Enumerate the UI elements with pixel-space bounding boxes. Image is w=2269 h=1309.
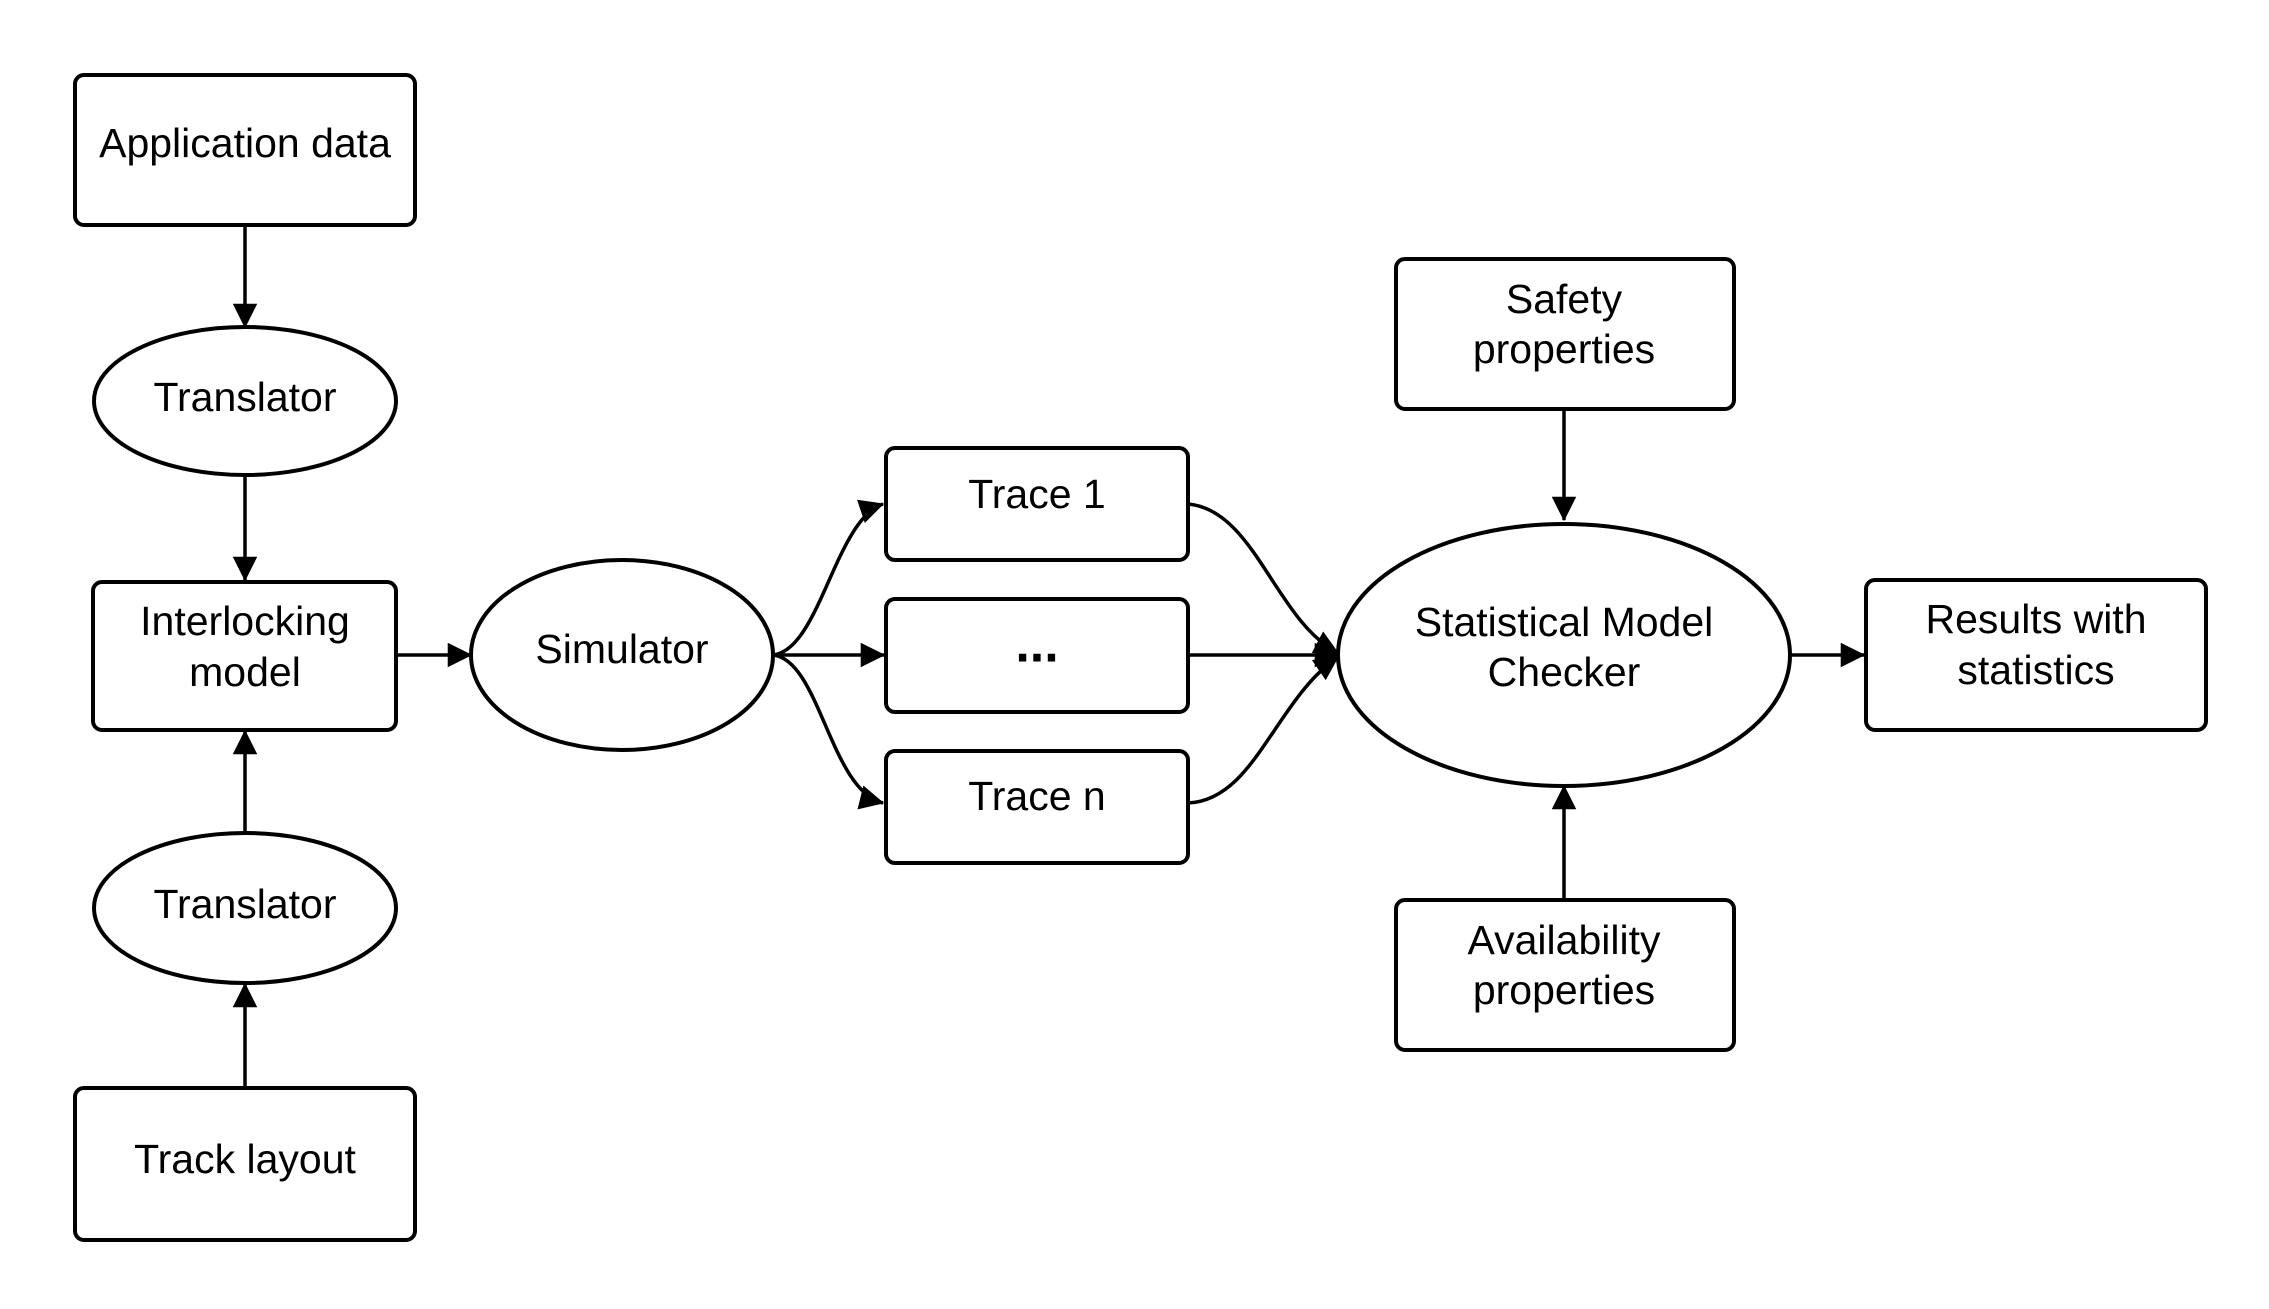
edges-layer bbox=[232, 225, 1866, 1088]
node-interlocking-model: Interlocking model bbox=[91, 580, 398, 732]
node-translator-bottom: Translator bbox=[92, 831, 398, 985]
edge-trace-1-to-checker bbox=[1187, 502, 1340, 655]
node-trace-1: Trace 1 bbox=[884, 446, 1190, 562]
node-label-line-2: properties bbox=[1473, 326, 1655, 372]
node-label: Translator bbox=[153, 881, 336, 927]
node-results-with-statistics: Results with statistics bbox=[1864, 578, 2208, 732]
node-label: Track layout bbox=[134, 1136, 356, 1182]
node-translator-top: Translator bbox=[92, 325, 398, 477]
node-application-data: Application data bbox=[73, 73, 417, 227]
node-label-line-2: statistics bbox=[1957, 647, 2114, 693]
node-label-line-2: model bbox=[189, 649, 301, 695]
node-label: Simulator bbox=[535, 626, 708, 672]
node-simulator: Simulator bbox=[469, 558, 775, 752]
node-label: ... bbox=[1015, 616, 1058, 674]
node-track-layout: Track layout bbox=[73, 1086, 417, 1242]
node-label: Trace 1 bbox=[968, 471, 1105, 517]
node-availability-properties: Availability properties bbox=[1394, 898, 1736, 1052]
node-label-line-2: properties bbox=[1473, 967, 1655, 1013]
edge-simulator-to-trace-n bbox=[772, 653, 885, 810]
node-label-line-2: Checker bbox=[1488, 649, 1641, 695]
node-safety-properties: Safety properties bbox=[1394, 257, 1736, 411]
node-trace-ellipsis: ... bbox=[884, 597, 1190, 714]
node-statistical-model-checker: Statistical Model Checker bbox=[1336, 522, 1792, 788]
node-label: Trace n bbox=[968, 773, 1105, 819]
node-label-line-1: Statistical Model bbox=[1415, 599, 1714, 645]
edge-simulator-to-trace-1 bbox=[772, 499, 885, 657]
nodes-layer: Application data Translator Interlocking… bbox=[73, 73, 2208, 1242]
node-label-line-1: Availability bbox=[1468, 917, 1661, 963]
edge-trace-n-to-checker bbox=[1187, 655, 1340, 805]
node-trace-n: Trace n bbox=[884, 749, 1190, 865]
node-label: Translator bbox=[153, 374, 336, 420]
node-label-line-1: Safety bbox=[1506, 276, 1623, 322]
node-label-line-1: Interlocking bbox=[140, 598, 350, 644]
node-label-line-1: Results with bbox=[1925, 596, 2146, 642]
node-label: Application data bbox=[99, 120, 391, 166]
